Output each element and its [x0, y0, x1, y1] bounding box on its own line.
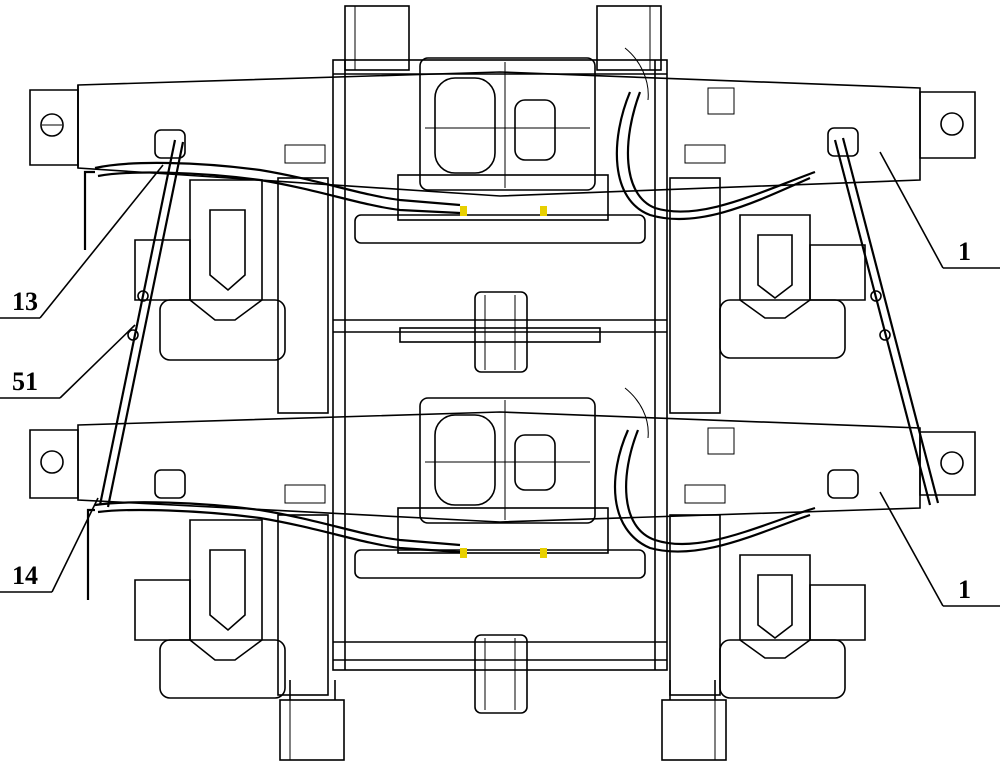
tie-rods — [100, 138, 938, 507]
axle-boxes — [135, 180, 865, 698]
label-1-bottom: 1 — [958, 575, 971, 604]
brake-pipes — [85, 48, 815, 600]
side-frame-bottom — [30, 412, 975, 522]
motor-top — [355, 58, 645, 372]
label-51: 51 — [12, 367, 38, 396]
label-13: 13 — [12, 287, 38, 316]
label-1-top: 1 — [958, 237, 971, 266]
label-14: 14 — [12, 561, 38, 590]
motor-bottom — [355, 398, 645, 713]
side-frame-top — [30, 72, 975, 196]
center-frame — [280, 6, 726, 760]
